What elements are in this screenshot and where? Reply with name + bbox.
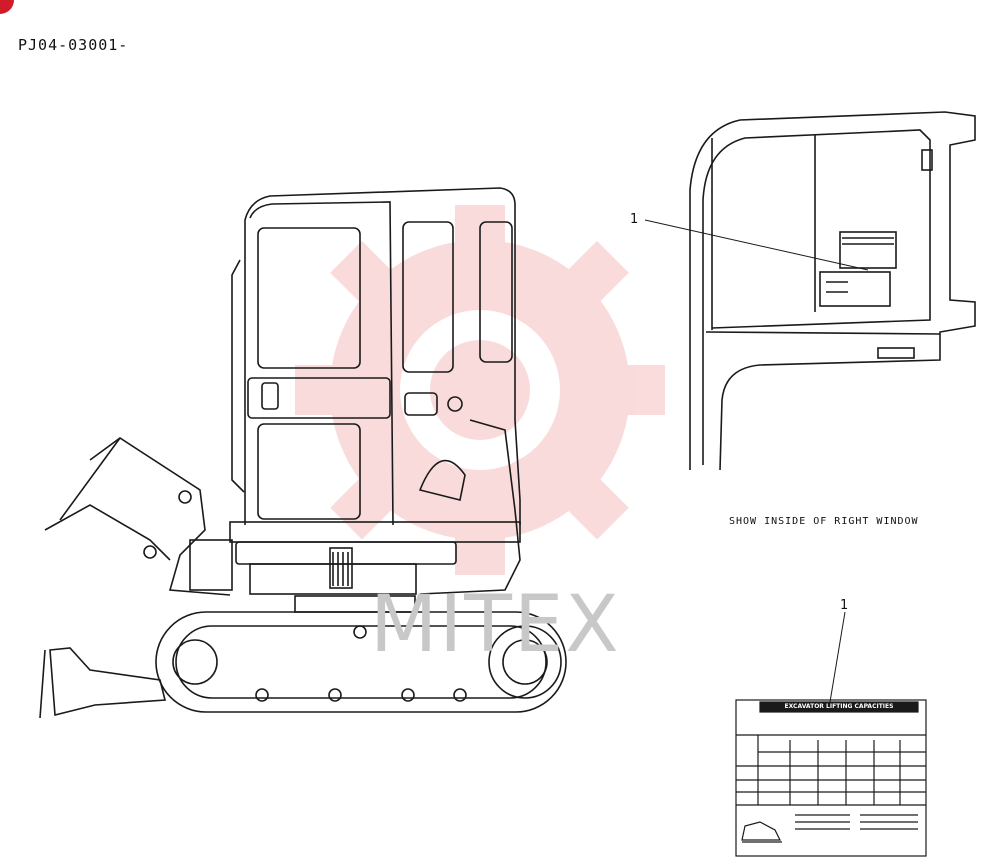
document-code: PJ04-03001- (18, 36, 129, 54)
callout-number-window: 1 (630, 212, 639, 227)
decal-title: EXCAVATOR LIFTING CAPACITIES (784, 703, 894, 710)
callout-number-decal: 1 (840, 598, 849, 613)
watermark-gear-icon (295, 205, 665, 575)
lifting-capacity-decal (735, 699, 927, 857)
window-view-caption: SHOW INSIDE OF RIGHT WINDOW (729, 516, 919, 527)
watermark-text: MITEX (370, 580, 621, 670)
excavator-side-view (39, 187, 567, 719)
window-inside-view (689, 111, 976, 471)
leader-line-window (644, 219, 869, 271)
leader-line-decal (829, 611, 846, 703)
